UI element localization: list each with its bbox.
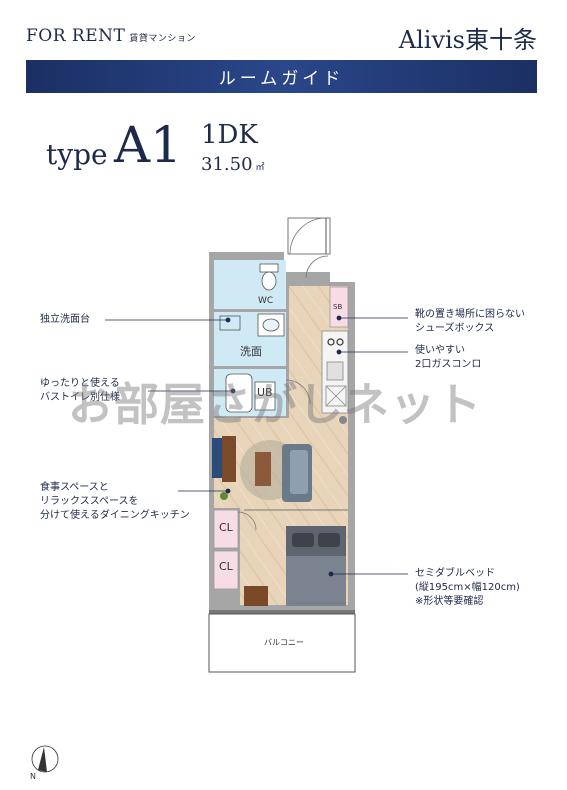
for-rent-label: FOR RENT <box>26 26 126 46</box>
bathroom-door-swing <box>285 379 311 405</box>
balcony <box>208 613 356 673</box>
coffee-table <box>255 452 271 486</box>
washroom-label: 洗面 <box>240 345 262 358</box>
appliance-spot <box>339 416 347 424</box>
callout-gas-stove: 使いやすい 2口ガスコンロ <box>415 344 481 372</box>
floor-area-value: 31.50 <box>201 154 253 175</box>
compass-north-label: N <box>30 772 36 781</box>
type-code: A1 <box>114 116 182 174</box>
pillow-1 <box>292 533 314 547</box>
callout-line: ゆったりと使える <box>40 378 120 389</box>
callout-line: リラックススペースを <box>40 496 139 507</box>
building-name: Alivis東十条 <box>398 26 537 54</box>
tv-board <box>222 436 236 482</box>
side-table <box>244 586 268 606</box>
callout-line: (縦195cm×幅120cm) <box>415 582 520 593</box>
wc-label: WC <box>258 296 274 306</box>
callout-line: 2口ガスコンロ <box>415 359 482 370</box>
closet-1-label: CL <box>219 521 233 534</box>
callout-line: 使いやすい <box>415 345 465 356</box>
fridge-space <box>325 385 347 407</box>
callout-line: ※形状等要確認 <box>415 596 484 607</box>
callout-lines <box>105 315 408 577</box>
for-rent-subtitle: 賃貸マンション <box>129 34 196 44</box>
bath-toilet <box>254 381 276 411</box>
type-word: type <box>46 138 108 171</box>
room-guide-title: ルームガイド <box>218 69 345 89</box>
callout-line: 分けて使えるダイニングキッチン <box>40 510 190 521</box>
watermark-text: お部屋さがしネット <box>68 378 483 431</box>
washing-machine-space <box>219 315 241 331</box>
callout-independent-washbasin: 独立洗面台 <box>40 313 90 327</box>
kitchen-sink <box>326 361 344 381</box>
callout-separate-bath-toilet: ゆったりと使える バストイレ別仕様 <box>40 377 120 405</box>
plant <box>220 492 228 500</box>
floor-area-unit: ㎡ <box>255 163 265 173</box>
compass-icon <box>31 745 59 773</box>
room-guide-banner: ルームガイド <box>26 60 537 93</box>
stove-burner-2 <box>336 338 344 346</box>
callout-line: 独立洗面台 <box>40 314 90 325</box>
shoe-box <box>329 286 349 328</box>
balcony-label: バルコニー <box>264 638 304 647</box>
callout-line: バストイレ別仕様 <box>40 392 120 403</box>
tv <box>212 438 222 478</box>
callout-dining-kitchen: 食事スペースと リラックススペースを 分けて使えるダイニングキッチン <box>40 481 190 523</box>
toilet-bowl <box>261 271 277 291</box>
entrance-door-swing <box>289 217 327 255</box>
closet-2-label: CL <box>219 560 233 573</box>
closet-1 <box>213 509 239 549</box>
bath-tub <box>225 373 253 413</box>
callout-line: 靴の置き場所に困らない <box>415 309 525 320</box>
ub-label: UB <box>257 386 273 399</box>
stove-burner-1 <box>327 338 335 346</box>
sb-label: SB <box>333 303 343 311</box>
toilet-tank <box>259 263 279 273</box>
callout-line: シューズボックス <box>415 323 495 334</box>
callout-line: セミダブルベッド <box>415 568 495 579</box>
pillow-2 <box>318 533 340 547</box>
layout-type: 1DK <box>201 120 258 150</box>
callout-shoe-box: 靴の置き場所に困らない シューズボックス <box>415 308 525 336</box>
closet-2 <box>213 550 239 590</box>
callout-semi-double-bed: セミダブルベッド (縦195cm×幅120cm) ※形状等要確認 <box>415 567 520 609</box>
callout-line: 食事スペースと <box>40 482 109 493</box>
